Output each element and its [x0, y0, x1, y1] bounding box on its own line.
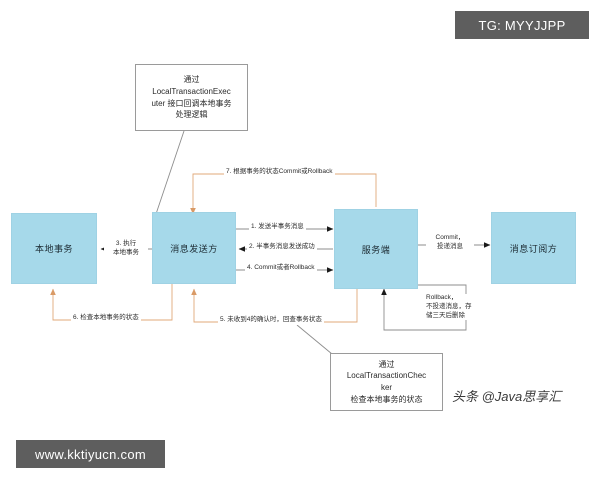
node-message-sender[interactable]: 消息发送方 — [152, 212, 236, 284]
edge-label-3-line-2: 本地事务 — [113, 248, 139, 256]
edge-label-rollback-line-3: 储三天后删除 — [426, 311, 465, 319]
edge-label-2: 2. 半事务消息发送成功 — [247, 243, 317, 252]
edge-label-4: 4. Commit或者Rollback — [245, 264, 317, 273]
watermark-bottom-left-text: www.kktiyucn.com — [35, 446, 146, 462]
node-local-transaction[interactable]: 本地事务 — [11, 213, 97, 284]
callout-executer-line-4: 处理逻辑 — [175, 110, 208, 120]
edge-label-5: 5. 未收到4的确认时，回查事务状态 — [218, 316, 324, 325]
callout-executer-line-3: uter 接口回调本地事务 — [151, 98, 232, 108]
watermark-bottom-left: www.kktiyucn.com — [16, 440, 165, 468]
edge-label-commit-line-1: Commit， — [435, 234, 465, 241]
edge-label-3-line-1: 3. 执行 — [115, 240, 137, 247]
callout-checker-line-4: 检查本地事务的状态 — [350, 394, 423, 404]
edge-label-commit-line-2: 投递消息 — [437, 242, 463, 250]
edge-label-1: 1. 发送半事务消息 — [249, 223, 306, 232]
callout-executer-line-1: 通过 — [183, 75, 200, 85]
node-server[interactable]: 服务端 — [334, 209, 418, 289]
watermark-top-right-text: TG: MYYJJPP — [478, 17, 566, 33]
edge-label-commit: Commit， 投递消息 — [426, 234, 474, 252]
callout-executer-line-2: LocalTransactionExec — [152, 86, 231, 96]
callout-checker-line-3: ker — [380, 383, 393, 392]
callout-checker-line-1: 通过 — [378, 359, 395, 369]
edge-label-6: 6. 检查本地事务的状态 — [71, 314, 141, 323]
edge-label-rollback: Rollback， 不投递消息，存 储三天后删除 — [424, 294, 480, 321]
node-local-transaction-label: 本地事务 — [34, 244, 73, 254]
edge-label-7: 7. 根据事务的状态Commit或Rollback — [224, 168, 335, 177]
node-message-subscriber-label: 消息订阅方 — [509, 243, 558, 254]
callout-local-transaction-checker[interactable]: 通过 LocalTransactionChec ker 检查本地事务的状态 — [330, 353, 443, 411]
callout-checker-line-2: LocalTransactionChec — [346, 371, 427, 381]
edge-label-rollback-line-2: 不投递消息，存 — [426, 302, 472, 310]
edge-label-rollback-line-1: Rollback， — [426, 294, 458, 301]
watermark-top-right: TG: MYYJJPP — [455, 11, 589, 39]
node-message-sender-label: 消息发送方 — [170, 243, 218, 254]
callout-local-transaction-executer[interactable]: 通过 LocalTransactionExec uter 接口回调本地事务 处理… — [135, 64, 248, 131]
node-message-subscriber[interactable]: 消息订阅方 — [491, 212, 576, 284]
credit-text: 头条 @Java思享汇 — [452, 389, 562, 404]
node-server-label: 服务端 — [361, 244, 391, 255]
edge-label-3: 3. 执行 本地事务 — [104, 240, 148, 258]
